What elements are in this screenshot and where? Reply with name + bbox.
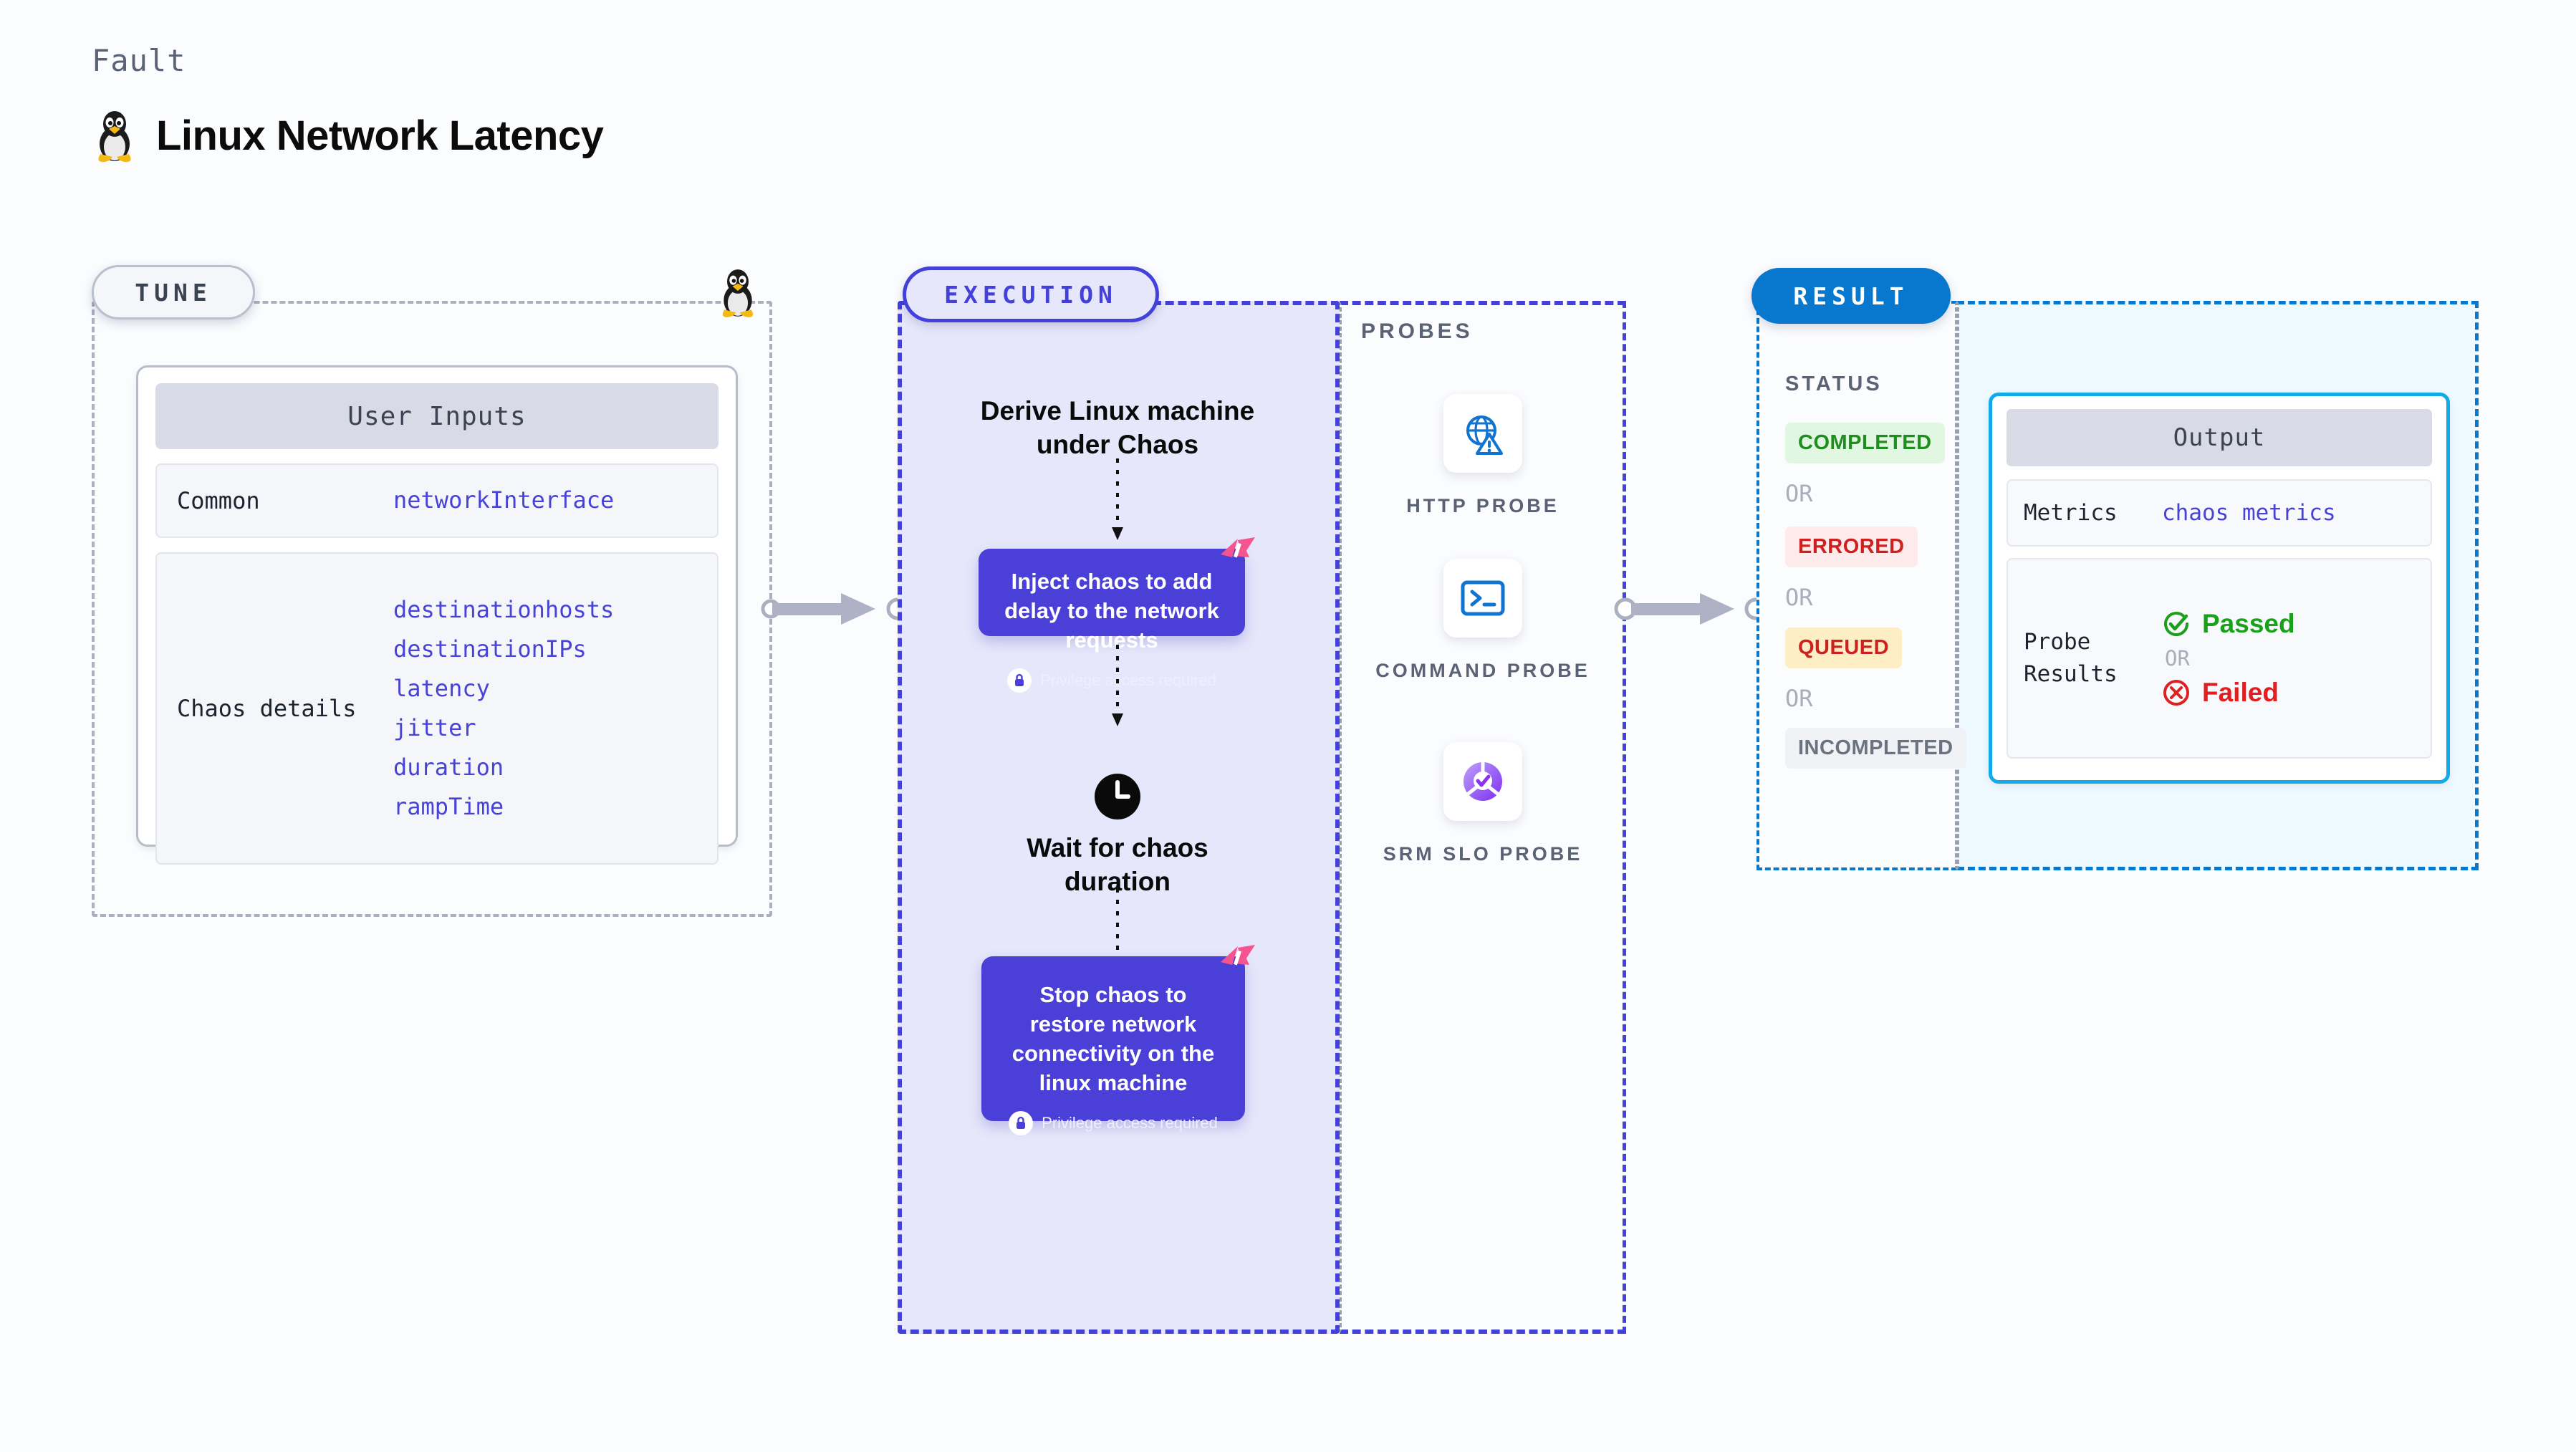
result-pill[interactable]: RESULT [1751,268,1951,324]
x-circle-icon [2162,678,2191,707]
status-badge-errored: ERRORED [1785,527,1918,567]
output-row-key: Probe Results [2024,629,2118,687]
arrow-derive-to-inject [1109,458,1126,543]
status-or-3: OR [1785,685,1813,712]
input-value[interactable]: networkInterface [393,486,615,514]
execution-step-derive-title: Derive Linux machine under Chaos [980,396,1255,460]
input-row-values: networkInterface [393,481,614,520]
execution-step-inject-chaos[interactable]: Inject chaos to add delay to the network… [979,537,1255,693]
page-title: Linux Network Latency [156,112,604,159]
input-value[interactable]: rampTime [393,793,504,821]
connector-tune-to-execution [761,580,910,638]
privilege-note-label: Privilege access required [1040,670,1216,689]
output-row-probe-results: Probe Results Passed OR [2007,558,2432,759]
linux-penguin-icon [92,108,138,163]
fault-eyebrow-label: Fault [92,43,186,78]
privilege-note-label: Privilege access required [1042,1113,1218,1132]
probe-label-http: HTTP PROBE [1406,495,1559,516]
input-value[interactable]: duration [393,754,504,782]
connector-execution-to-result [1614,580,1767,638]
status-badge-incompleted: INCOMPLETED [1785,728,1966,769]
input-row-chaos-details: Chaos details destinationhosts destinati… [155,552,719,865]
verdict-or: OR [2165,646,2190,670]
verdict-passed-label: Passed [2202,609,2295,638]
probe-card-srm-slo[interactable] [1443,742,1522,821]
harness-logo-icon [1216,936,1259,979]
output-card: Output Metrics chaos metrics Probe Resul… [1989,393,2450,784]
status-section-label: STATUS [1785,372,1883,395]
probe-label-command: COMMAND PROBE [1375,660,1590,681]
input-row-key: Common [177,486,260,514]
clock-icon [1093,772,1142,821]
execution-step-wait-title: Wait for chaos duration [1027,833,1208,897]
verdict-passed: Passed [2162,609,2295,639]
input-row-key: Chaos details [177,694,357,722]
harness-logo-icon [1216,529,1259,572]
verdict-failed: Failed [2162,678,2295,708]
output-row-metrics: Metrics chaos metrics [2007,479,2432,547]
status-badge-completed: COMPLETED [1785,423,1945,463]
page-title-row: Linux Network Latency [92,108,604,163]
input-row-common: Common networkInterface [155,463,719,538]
privilege-note: Privilege access required [996,668,1228,693]
status-badge-queued: QUEUED [1785,628,1903,668]
execution-pill[interactable]: EXECUTION [903,266,1159,322]
check-circle-icon [2162,610,2191,638]
output-card-title: Output [2007,409,2432,466]
lock-icon [1007,668,1032,693]
output-row-key: Metrics [2024,500,2118,526]
srm-slo-donut-icon [1459,758,1506,805]
input-value[interactable]: destinationIPs [393,635,587,663]
lock-icon [1009,1110,1034,1135]
probe-results-verdicts: Passed OR Failed [2162,609,2295,708]
chaos-step-text: Stop chaos to restore network connectivi… [1011,982,1215,1095]
result-pill-label: RESULT [1793,282,1909,310]
tune-pill[interactable]: TUNE [92,265,255,319]
execution-step-stop-chaos[interactable]: Stop chaos to restore network connectivi… [981,945,1255,1135]
user-inputs-card: User Inputs Common networkInterface Chao… [136,365,738,865]
status-or-1: OR [1785,480,1813,507]
input-value[interactable]: latency [393,674,490,702]
output-row-value[interactable]: chaos metrics [2162,500,2336,526]
chaos-step-text: Inject chaos to add delay to the network… [1004,569,1219,653]
linux-penguin-icon [716,266,759,318]
arrow-inject-to-wait [1109,645,1126,729]
user-inputs-title: User Inputs [155,383,719,449]
probes-section-label: PROBES [1361,319,1474,343]
terminal-prompt-icon [1460,580,1506,617]
probe-label-srm-slo: SRM SLO PROBE [1383,843,1583,865]
status-or-2: OR [1785,584,1813,611]
verdict-failed-label: Failed [2202,678,2279,707]
probe-card-http[interactable] [1443,394,1522,473]
privilege-note: Privilege access required [1001,1110,1225,1135]
input-row-values: destinationhosts destinationIPs latency … [393,590,614,827]
input-value[interactable]: destinationhosts [393,595,615,623]
page-header: Fault Linux Network Latency [92,43,604,163]
execution-pill-label: EXECUTION [944,280,1118,309]
probe-card-command[interactable] [1443,559,1522,638]
input-value[interactable]: jitter [393,714,476,741]
result-status-panel [1756,301,1957,870]
tune-pill-label: TUNE [135,278,212,307]
globe-alert-icon [1461,411,1505,456]
